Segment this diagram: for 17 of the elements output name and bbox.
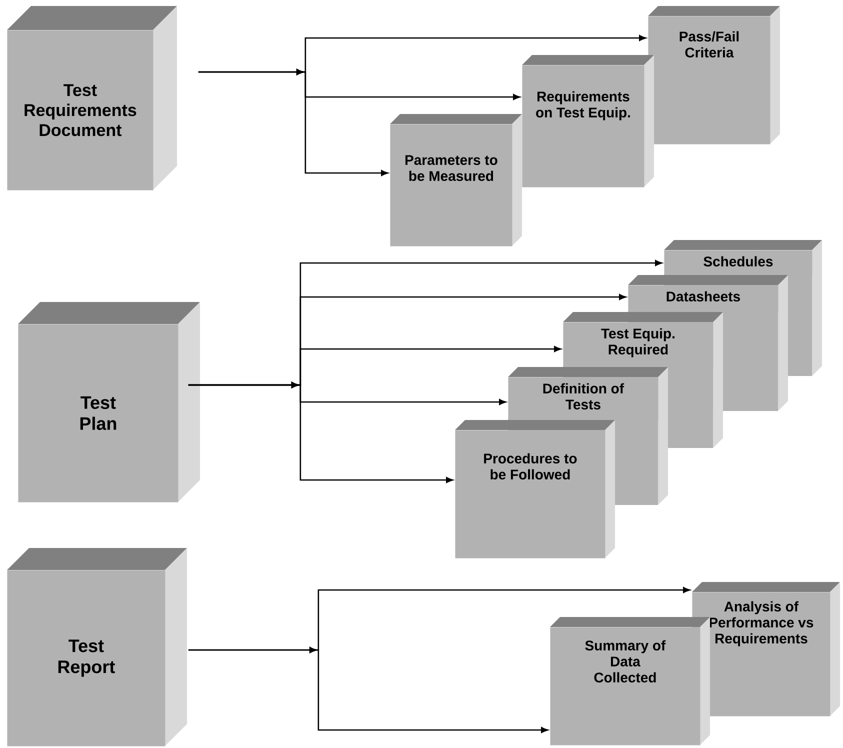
cube-box: Test Plan (18, 302, 200, 502)
cube-box: Parameters to be Measured (390, 114, 522, 246)
cube-box: Datasheets (628, 275, 788, 312)
node-label: Analysis of Performance vs Requirements (710, 601, 814, 646)
cube-box: Definition of Tests (508, 367, 668, 420)
arrow (198, 69, 388, 176)
cube-box: Pass/Fail Criteria (648, 6, 780, 144)
cube-box: Summary of Data Collected (550, 617, 710, 746)
cube-box: Requirements on Test Equip. (522, 55, 654, 188)
cube-box: Test Equip. Required (563, 312, 723, 368)
cube-box: Test Requirements Document (7, 6, 177, 190)
cube-box: Test Report (7, 548, 187, 746)
arrow (188, 647, 548, 733)
cube-box: Schedules (664, 240, 822, 276)
cube-box: Procedures to be Followed (455, 420, 615, 558)
cube-box: Analysis of Performance vs Requirements (692, 582, 840, 716)
arrow (188, 382, 454, 483)
